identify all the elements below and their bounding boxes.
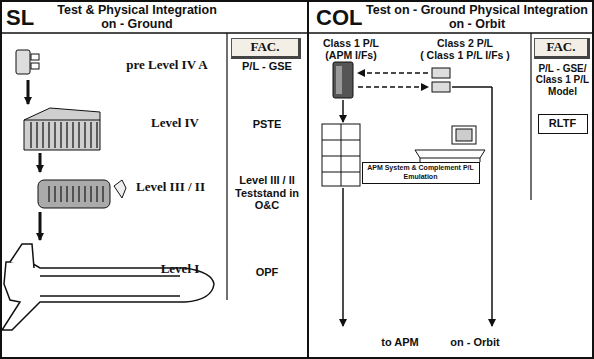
facility-box: APM System & Complement P/L Emulation bbox=[362, 162, 480, 184]
level-label: Level IV bbox=[130, 116, 220, 131]
facility-column: FAC. P/L - GSE/ Class 1 P/L ModelRLTF bbox=[531, 34, 594, 200]
level-label: Level I bbox=[140, 262, 220, 277]
destination-label: to APM bbox=[370, 336, 430, 349]
facility-box: PSTE bbox=[229, 114, 305, 134]
panel-code: SL bbox=[6, 5, 46, 30]
building bbox=[24, 108, 100, 150]
workstation bbox=[415, 126, 485, 162]
payload-label: ( Class 1 P/L I/Fs ) bbox=[404, 49, 526, 61]
column-header: FAC. bbox=[231, 38, 301, 59]
facility-box: P/L - GSE/ Class 1 P/L Model bbox=[533, 58, 592, 102]
module-capsule bbox=[38, 180, 126, 208]
flow-arrow bbox=[39, 153, 42, 172]
facility-name: P/L - GSE bbox=[231, 60, 303, 73]
facility-name: RLTF bbox=[541, 117, 584, 130]
payload-label: Class 1 P/L bbox=[312, 37, 390, 49]
facility-box: Level III / II Teststand in O&C bbox=[229, 170, 305, 216]
interface-arrow bbox=[358, 86, 428, 88]
facility-box: OPF bbox=[229, 262, 305, 282]
class2-payload bbox=[432, 68, 450, 92]
facility-box: P/L - GSE bbox=[229, 56, 305, 76]
panel-title: Test on - Ground Physical Integration on… bbox=[366, 3, 588, 32]
destination-label: on - Orbit bbox=[440, 336, 510, 349]
payload-label: (APM I/Fs) bbox=[312, 49, 390, 61]
facility-name: OPF bbox=[231, 266, 303, 279]
payload-label: Class 2 P/L bbox=[420, 37, 510, 49]
panel-code: COL bbox=[316, 5, 366, 30]
pre-level-device bbox=[16, 50, 39, 74]
facility-box: RLTF bbox=[538, 114, 588, 134]
class1-payload bbox=[333, 62, 353, 98]
flow-arrow bbox=[342, 100, 344, 122]
flow-arrow bbox=[39, 212, 42, 240]
panel-title: Test & Physical Integration on - Ground bbox=[48, 3, 226, 32]
space-shuttle bbox=[2, 244, 214, 330]
facility-name: APM System & Complement P/L Emulation bbox=[365, 164, 476, 180]
orbit-line bbox=[342, 188, 344, 326]
level-label: Level III / II bbox=[118, 180, 223, 195]
interface-arrow bbox=[358, 72, 428, 74]
facility-column: FAC.P/L - GSE PSTE Level III / II Teststan… bbox=[227, 34, 307, 300]
facility-name: P/L - GSE/ Class 1 P/L Model bbox=[535, 63, 590, 98]
facility-name: Level III / II Teststand in O&C bbox=[231, 174, 303, 212]
flow-arrow bbox=[27, 80, 30, 104]
orbit-line bbox=[452, 86, 492, 88]
column-header: FAC. bbox=[534, 38, 590, 59]
test-rack bbox=[322, 124, 360, 186]
level-label: pre Level IV A bbox=[112, 58, 222, 73]
orbit-line bbox=[491, 87, 493, 326]
facility-name: PSTE bbox=[231, 118, 303, 131]
